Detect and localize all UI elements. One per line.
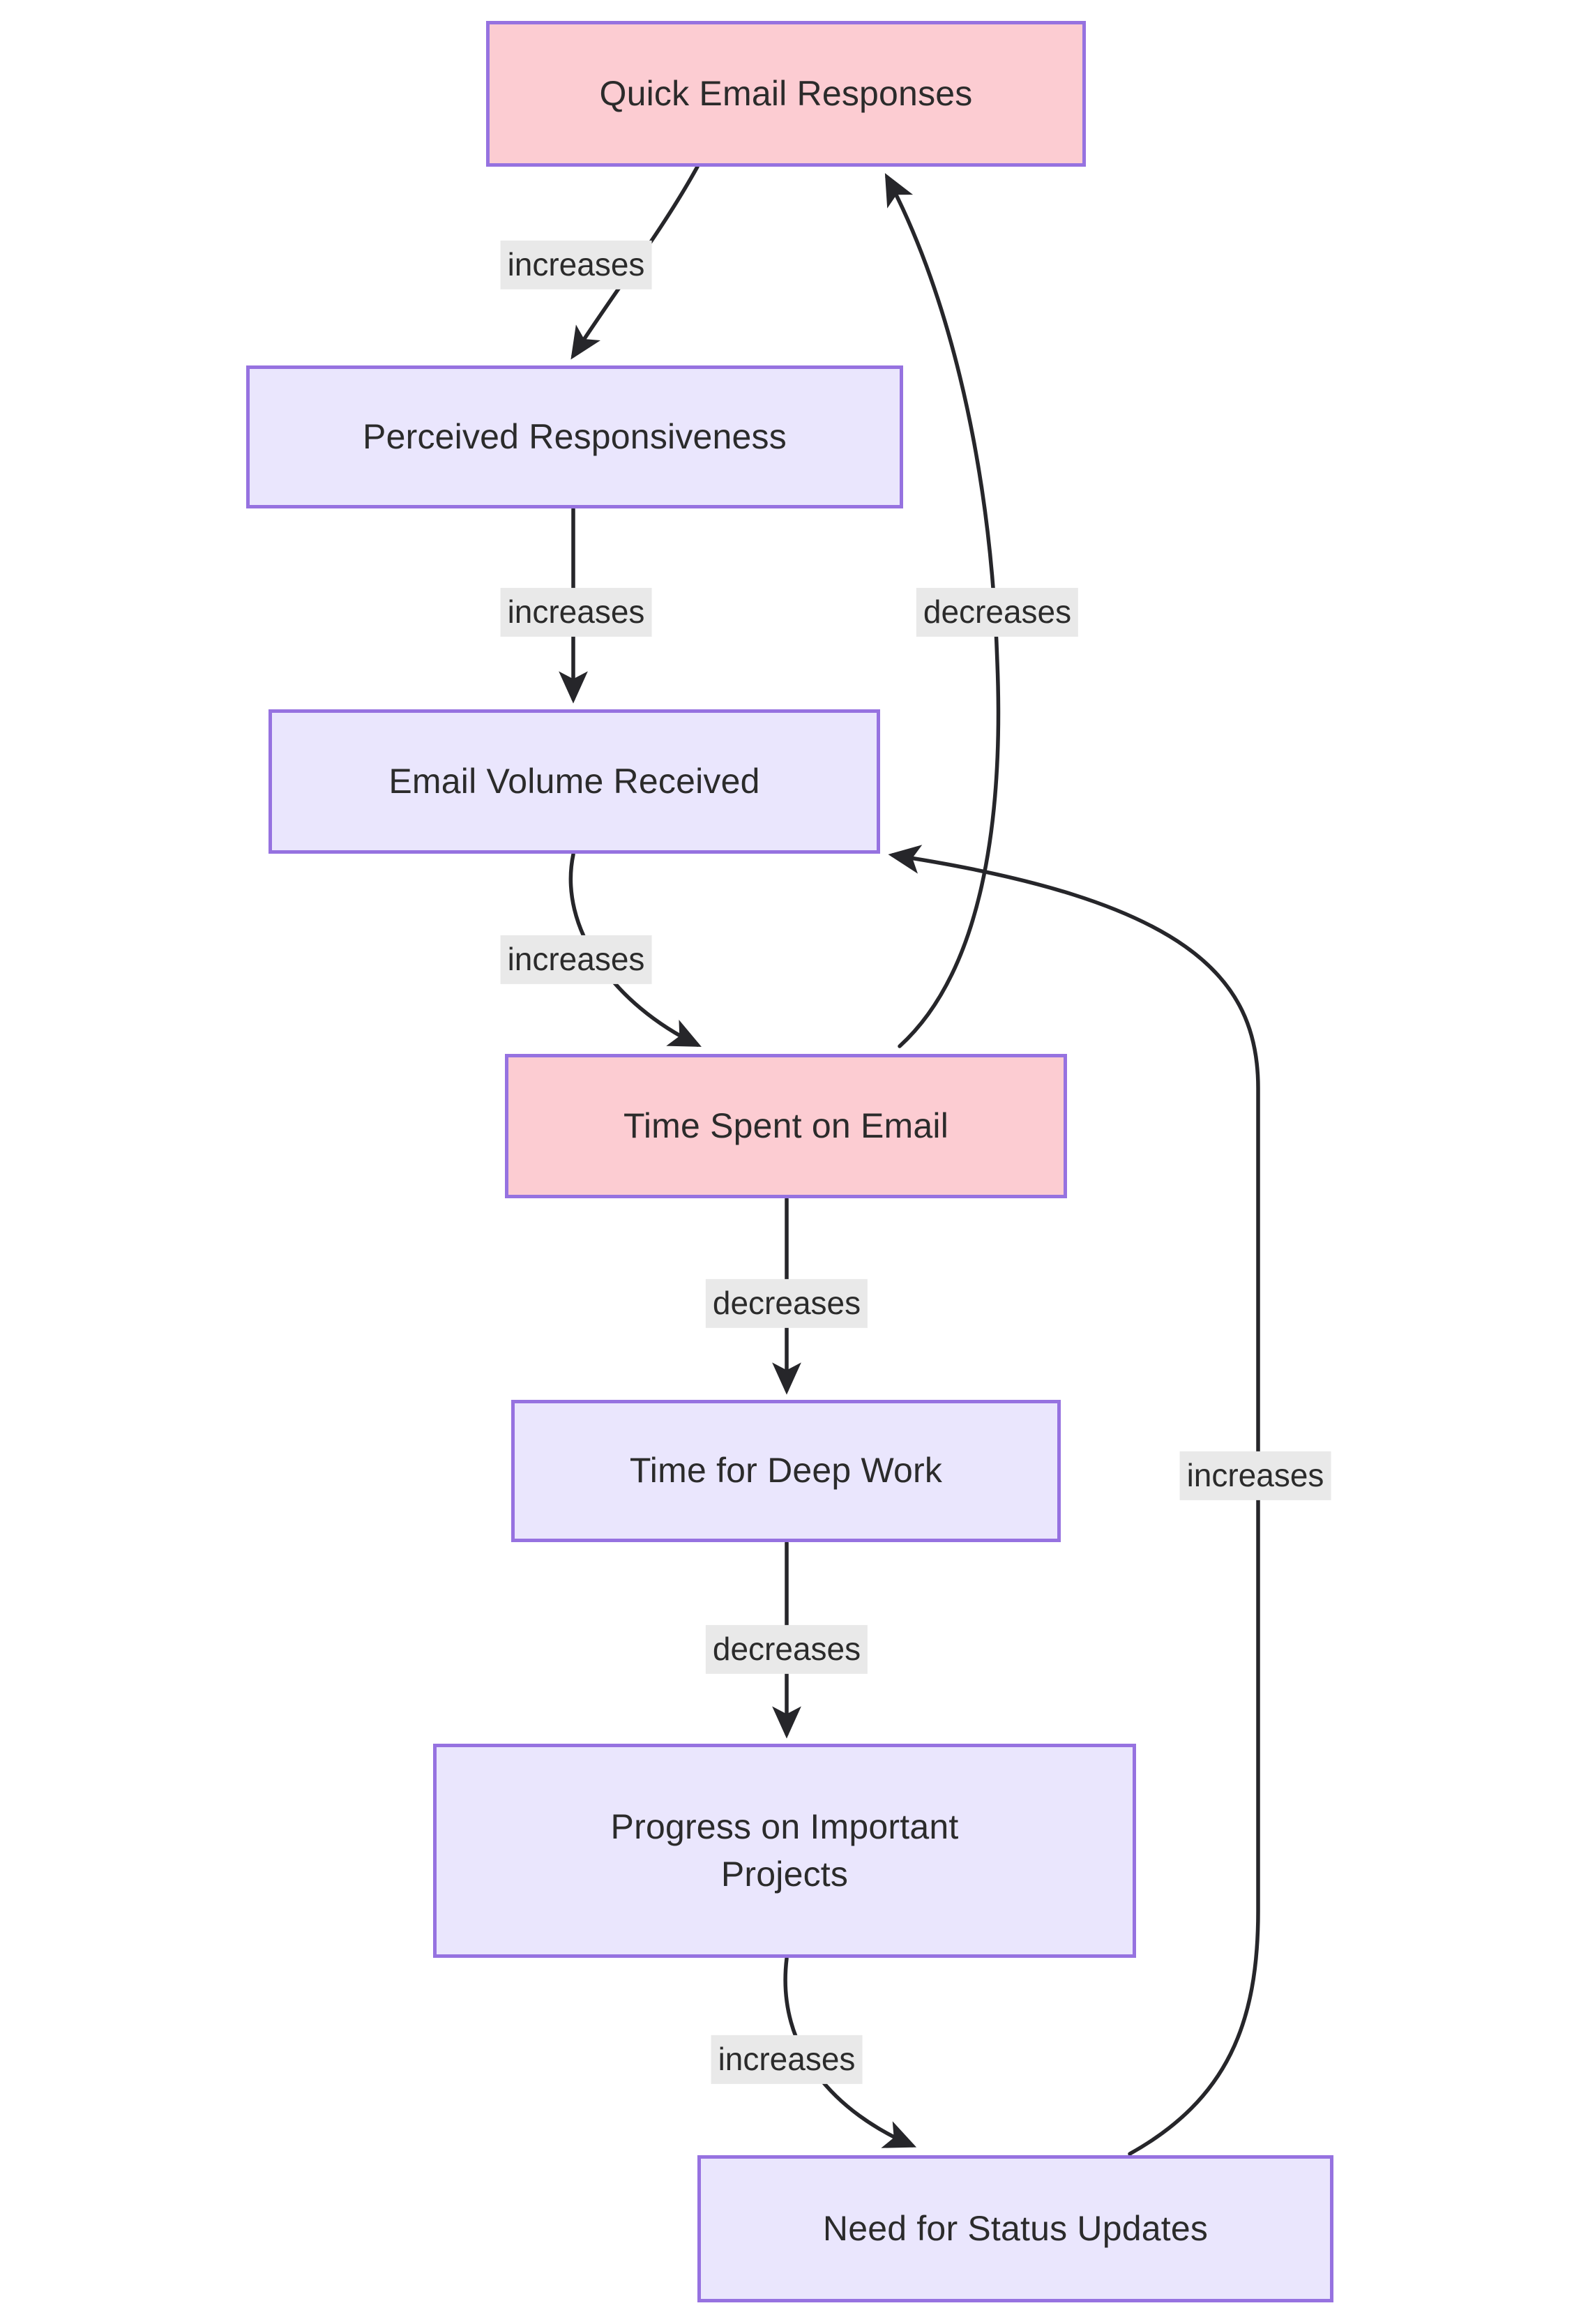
node-time-spent-on-email[interactable]: Time Spent on Email [505,1054,1067,1198]
node-need-for-status-updates[interactable]: Need for Status Updates [697,2155,1333,2302]
node-email-volume-received[interactable]: Email Volume Received [269,709,880,854]
node-progress-on-important-projects[interactable]: Progress on Important Projects [433,1744,1136,1958]
edge-label-edge-perceived-to-volume: increases [500,587,652,637]
node-perceived-responsiveness[interactable]: Perceived Responsiveness [246,365,903,508]
edge-time-spent-to-quick [884,173,1001,1048]
edge-label-edge-quick-to-perceived: increases [500,240,652,290]
node-label-progress-on-important-projects: Progress on Important Projects [610,1807,959,1894]
node-label-quick-email-responses: Quick Email Responses [599,73,973,113]
node-label-need-for-status-updates: Need for Status Updates [822,2208,1209,2248]
node-quick-email-responses[interactable]: Quick Email Responses [486,21,1086,167]
node-label-perceived-responsiveness: Perceived Responsiveness [363,416,787,456]
node-label-time-spent-on-email: Time Spent on Email [623,1106,949,1145]
edge-label-edge-volume-to-time-spent: increases [500,935,652,985]
edge-label-edge-status-to-volume: increases [1179,1451,1331,1501]
node-label-email-volume-received: Email Volume Received [388,761,760,801]
edge-label-edge-deep-work-to-progress: decreases [705,1624,868,1675]
edge-label-edge-time-spent-to-deep-work: decreases [705,1278,868,1329]
node-label-time-for-deep-work: Time for Deep Work [629,1451,943,1491]
node-time-for-deep-work[interactable]: Time for Deep Work [511,1400,1061,1542]
edge-status-to-volume [888,845,1260,2156]
edge-label-edge-time-spent-to-quick: decreases [916,587,1079,637]
edge-label-edge-progress-to-status: increases [711,2035,863,2085]
